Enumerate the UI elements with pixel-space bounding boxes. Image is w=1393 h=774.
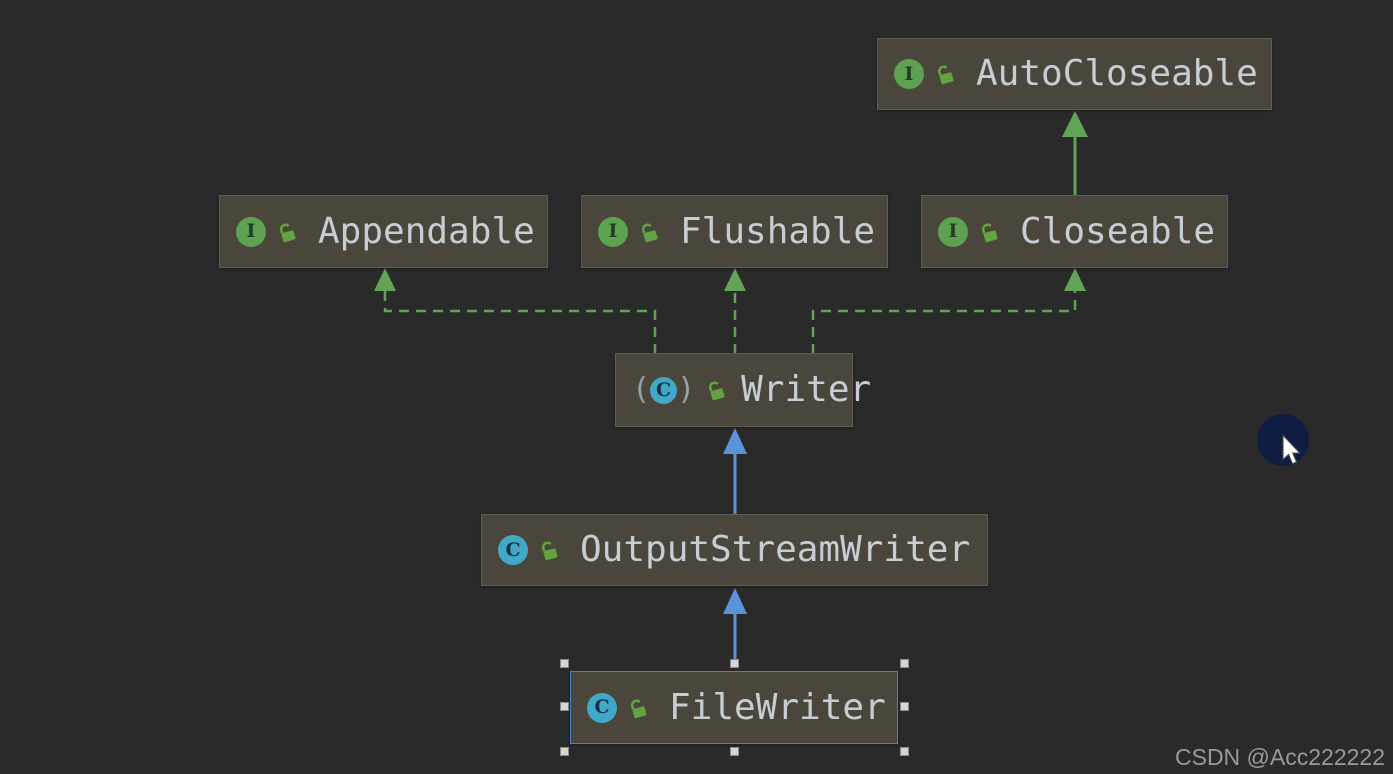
public-visibility-lock-icon [932,62,956,86]
interface-icon: I [236,216,266,247]
interface-icon: I [598,216,628,247]
node-writer[interactable]: (C) Writer [615,353,871,427]
selection-handle[interactable] [730,747,739,756]
node-outputstreamwriter[interactable]: C OutputStreamWriter [481,514,988,586]
selection-handle[interactable] [900,747,909,756]
node-label: AutoCloseable [976,53,1258,94]
node-autocloseable[interactable]: I AutoCloseable [877,38,1272,110]
public-visibility-lock-icon [536,538,560,562]
node-filewriter[interactable]: C FileWriter [570,671,898,744]
selection-handle[interactable] [900,659,909,668]
node-closeable[interactable]: I Closeable [921,195,1228,268]
node-label: Appendable [318,210,535,252]
node-appendable[interactable]: I Appendable [219,195,548,268]
selection-handle[interactable] [730,659,739,668]
selection-handle[interactable] [560,702,569,711]
class-icon: C [498,535,528,565]
edge-writer-implements-appendable [374,268,657,354]
selection-handle[interactable] [900,702,909,711]
public-visibility-lock-icon [976,219,1000,243]
abstract-class-icon: (C) [632,372,696,407]
node-label: Closeable [1020,210,1216,252]
interface-icon: I [938,216,968,247]
public-visibility-lock-icon [274,219,298,243]
selection-handle[interactable] [560,659,569,668]
interface-icon: I [894,59,924,89]
node-label: Flushable [680,210,876,252]
node-label: Writer [741,369,872,410]
node-label: FileWriter [669,686,886,728]
edge-filewriter-extends-outputstreamwriter [723,588,747,668]
class-icon: C [587,692,617,723]
node-flushable[interactable]: I Flushable [581,195,888,268]
public-visibility-lock-icon [636,219,660,243]
selection-handle[interactable] [560,747,569,756]
edge-closeable-extends-autocloseable [1062,111,1088,196]
public-visibility-lock-icon [625,695,649,719]
public-visibility-lock-icon [703,378,727,402]
mouse-cursor-icon [1282,434,1302,465]
watermark-text: CSDN @Acc222222 [1175,744,1385,770]
node-label: OutputStreamWriter [580,529,971,570]
edge-writer-implements-closeable [811,268,1086,354]
edge-writer-implements-flushable [724,268,746,354]
edge-outputstreamwriter-extends-writer [723,428,747,515]
